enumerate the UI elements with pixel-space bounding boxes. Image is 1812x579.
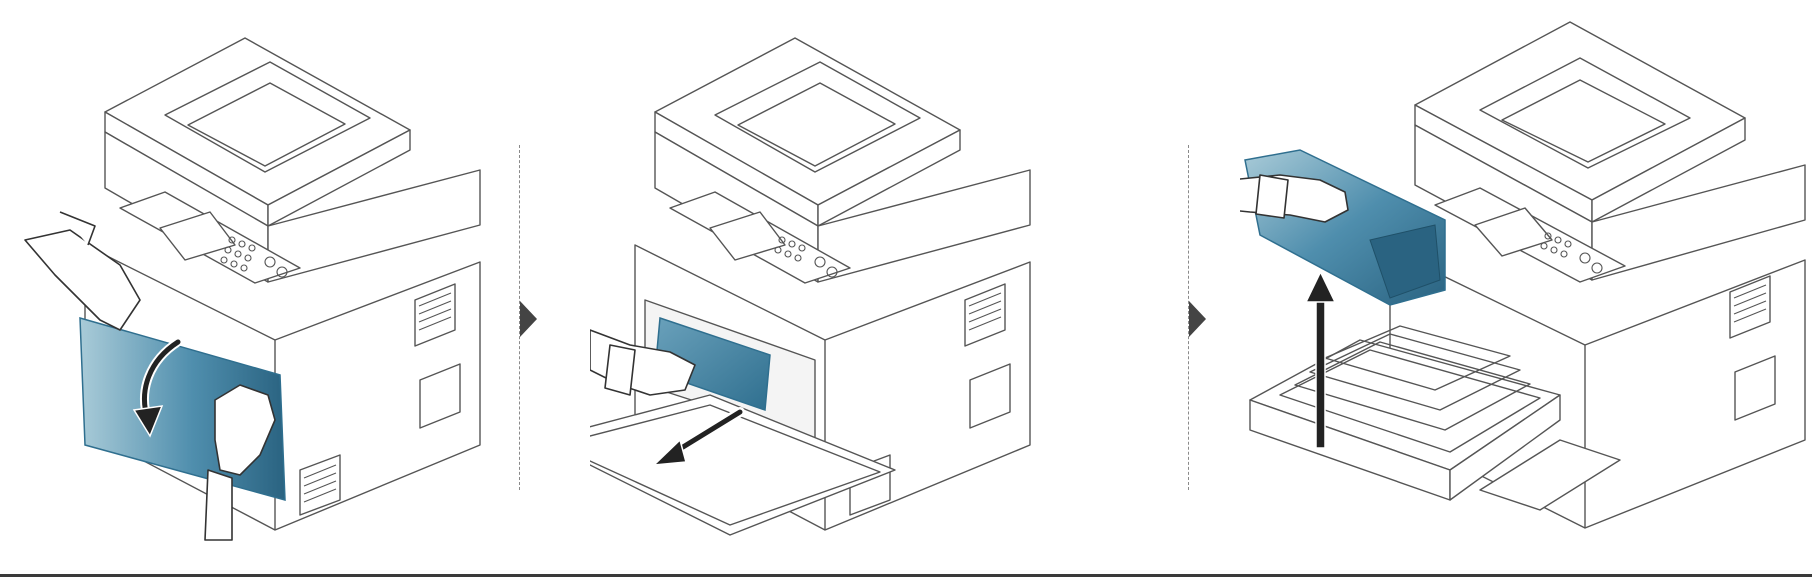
step-arrow-icon bbox=[520, 301, 537, 337]
opened-front-cover bbox=[590, 394, 896, 536]
step-separator bbox=[519, 145, 520, 490]
step-1-illustration bbox=[24, 37, 481, 541]
step-separator bbox=[1188, 145, 1189, 490]
step-arrow-icon bbox=[1189, 301, 1206, 337]
right-hand bbox=[214, 384, 276, 476]
step-3-illustration bbox=[1240, 21, 1806, 529]
up-arrow-icon bbox=[1315, 297, 1326, 449]
bottom-rule bbox=[0, 574, 1812, 577]
step-2-illustration bbox=[590, 37, 1031, 536]
left-hand bbox=[24, 229, 141, 331]
